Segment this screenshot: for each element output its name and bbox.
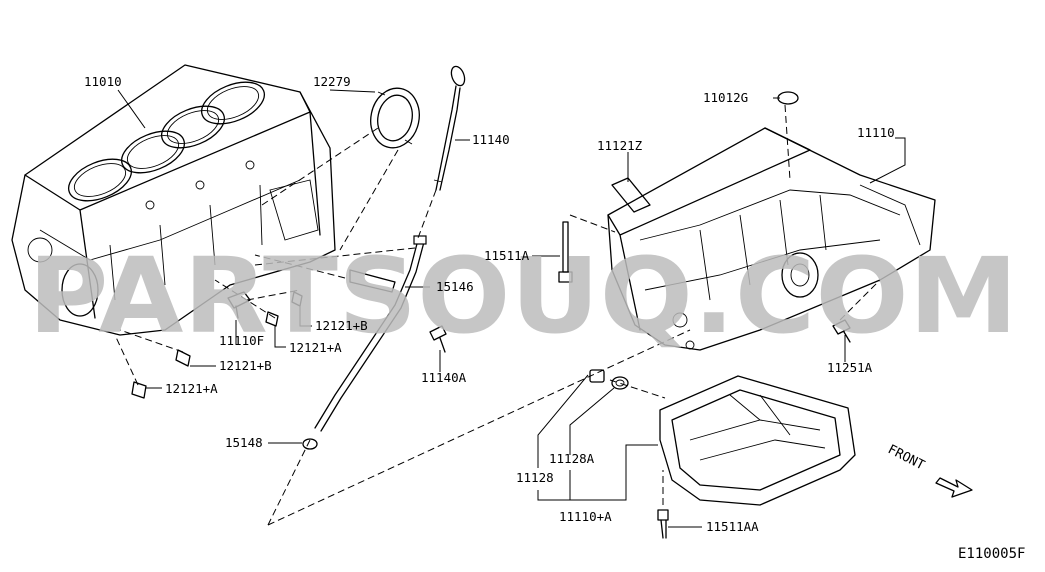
- upper-oil-pan-drawing: [607, 91, 936, 351]
- label-11110[interactable]: 11110: [857, 125, 895, 140]
- part-labels: 11010 12279 11140 15146 15148 11140A 111…: [84, 74, 895, 534]
- label-12279[interactable]: 12279: [313, 74, 351, 89]
- label-12121-a-upper[interactable]: 12121+A: [289, 340, 342, 355]
- guide-tube-drawing: [314, 235, 427, 432]
- leader-lines: [117, 89, 906, 528]
- diagram-code: E110005F: [958, 546, 1025, 562]
- pan-stud-drawing: [558, 221, 573, 283]
- label-15146[interactable]: 15146: [436, 279, 474, 294]
- label-12121-b-upper[interactable]: 12121+B: [315, 318, 368, 333]
- watermark-text: PARTSOUQ.COM: [28, 235, 1018, 357]
- lower-oil-pan-drawing: [659, 375, 856, 506]
- label-12121-b-lower[interactable]: 12121+B: [219, 358, 272, 373]
- dashed-guide-lines: [114, 104, 881, 526]
- rear-seal-drawing: [370, 87, 420, 149]
- label-11128[interactable]: 11128: [516, 470, 554, 485]
- block-bolt-drawing: [227, 291, 251, 319]
- label-11012g[interactable]: 11012G: [703, 90, 748, 105]
- label-11121z[interactable]: 11121Z: [597, 138, 643, 153]
- label-11128a[interactable]: 11128A: [549, 451, 595, 466]
- front-label: FRONT: [885, 442, 927, 473]
- label-11110-a[interactable]: 11110+A: [559, 509, 612, 524]
- dipstick-drawing: [433, 65, 466, 191]
- tube-bolt-drawing: [429, 325, 447, 353]
- cylinder-block-drawing: [11, 64, 336, 336]
- pan-bolt-drawing: [832, 319, 851, 343]
- label-12121-a-lower[interactable]: 12121+A: [165, 381, 218, 396]
- label-11251a[interactable]: 11251A: [827, 360, 873, 375]
- label-11140[interactable]: 11140: [472, 132, 510, 147]
- drain-plug-drawing: [589, 369, 629, 390]
- label-11140a[interactable]: 11140A: [421, 370, 467, 385]
- plug-drawings: [131, 291, 303, 399]
- label-15148[interactable]: 15148: [225, 435, 263, 450]
- front-arrow: FRONT: [885, 442, 973, 498]
- label-11511a[interactable]: 11511A: [484, 248, 530, 263]
- label-11511aa[interactable]: 11511AA: [706, 519, 759, 534]
- label-11110f[interactable]: 11110F: [219, 333, 264, 348]
- lower-pan-bolt-drawing: [657, 509, 669, 539]
- label-11010[interactable]: 11010: [84, 74, 122, 89]
- tube-clip-drawing: [302, 438, 318, 450]
- plug-g-drawing: [777, 91, 799, 105]
